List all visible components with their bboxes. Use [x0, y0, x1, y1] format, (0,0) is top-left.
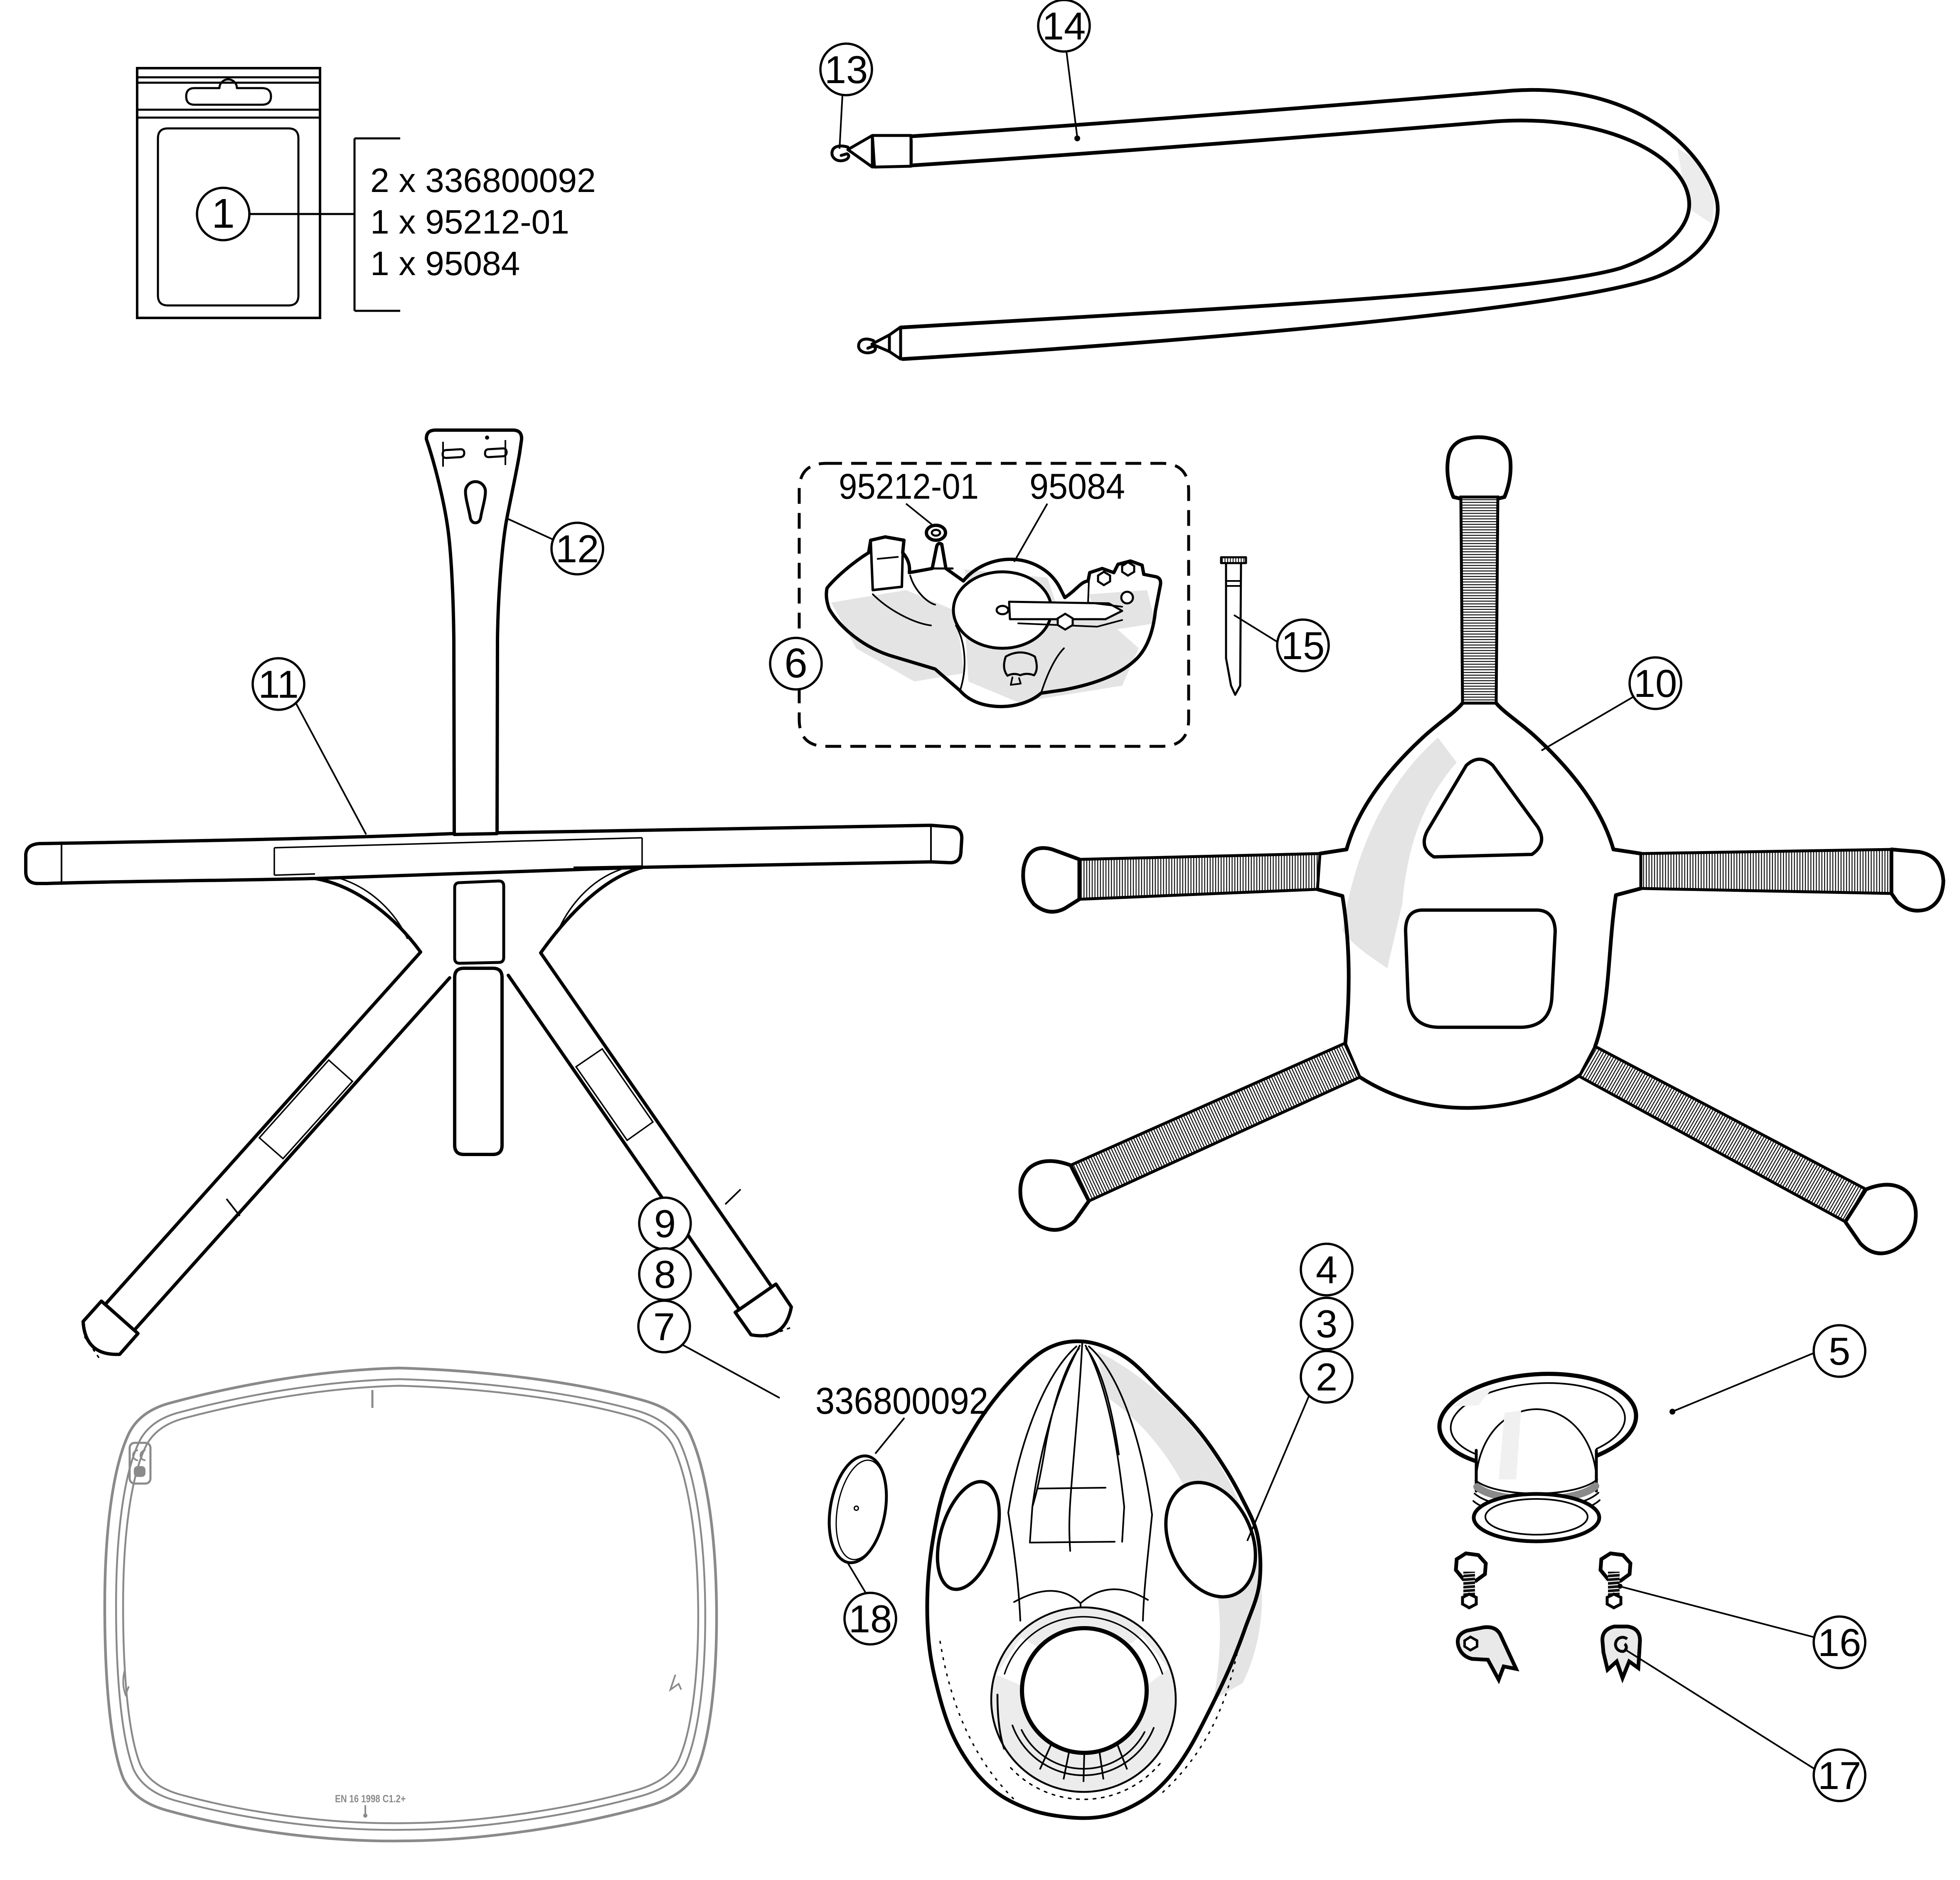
svg-text:14: 14	[1042, 4, 1086, 48]
svg-text:13: 13	[825, 48, 868, 91]
svg-text:8: 8	[654, 1253, 676, 1296]
svg-text:2 x 336800092: 2 x 336800092	[370, 162, 596, 199]
svg-text:1: 1	[212, 190, 235, 237]
svg-text:6: 6	[784, 640, 808, 687]
svg-text:11: 11	[258, 662, 299, 706]
svg-text:5: 5	[1829, 1329, 1850, 1373]
svg-text:18: 18	[849, 1597, 892, 1641]
svg-text:95212-01: 95212-01	[839, 467, 979, 507]
svg-text:7: 7	[653, 1305, 675, 1348]
svg-text:15: 15	[1281, 624, 1325, 667]
svg-text:1 x 95212-01: 1 x 95212-01	[370, 203, 569, 241]
svg-text:12: 12	[556, 527, 599, 571]
svg-text:10: 10	[1634, 662, 1677, 705]
svg-text:1 x 95084: 1 x 95084	[370, 245, 520, 283]
svg-text:16: 16	[1818, 1621, 1862, 1664]
svg-text:EN 16 1998 C1.2+: EN 16 1998 C1.2+	[335, 1793, 406, 1805]
svg-text:9: 9	[654, 1202, 676, 1245]
svg-text:4: 4	[1316, 1248, 1337, 1292]
svg-text:3: 3	[1316, 1302, 1337, 1346]
svg-text:336800092: 336800092	[815, 1380, 988, 1422]
svg-text:2: 2	[1316, 1355, 1337, 1399]
svg-text:95084: 95084	[1029, 467, 1125, 507]
svg-text:17: 17	[1818, 1754, 1862, 1797]
